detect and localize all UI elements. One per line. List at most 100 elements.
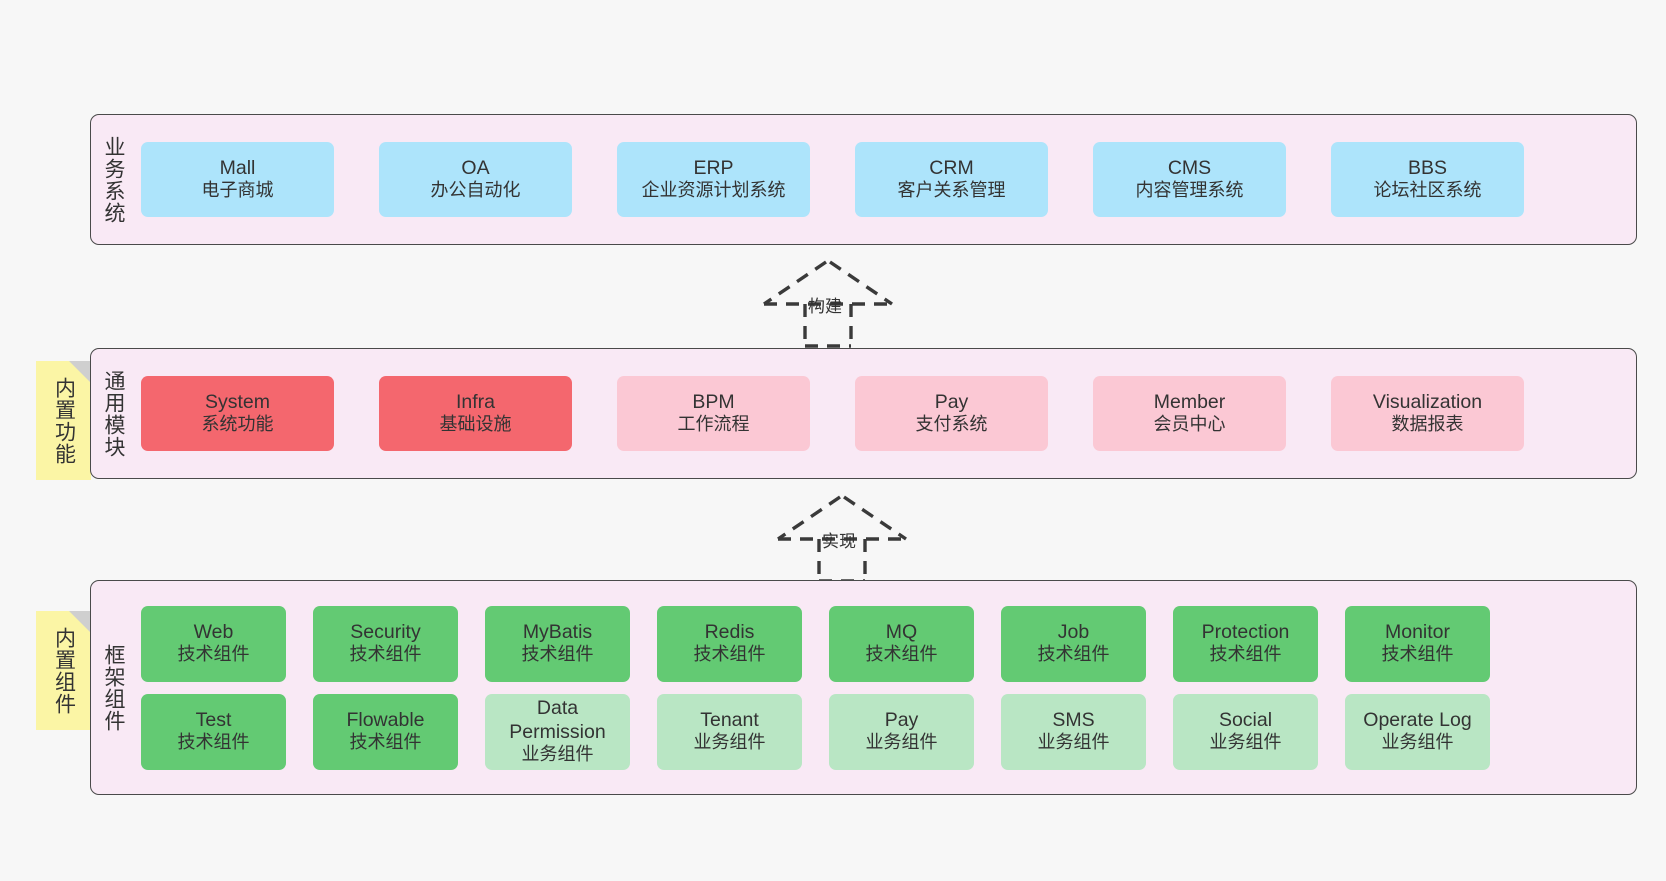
card-subtitle: 业务组件 — [1209, 732, 1282, 753]
card-title: CMS — [1167, 156, 1212, 179]
card-title: Monitor — [1384, 620, 1451, 643]
layer-business-systems-label: 业务系统 — [101, 135, 125, 224]
card-subtitle: 内容管理系统 — [1135, 180, 1244, 201]
note-fold-corner-icon — [69, 361, 91, 383]
card-subtitle: 客户关系管理 — [897, 180, 1006, 201]
connector-build: 构建 — [758, 258, 898, 348]
card-title: Member — [1153, 390, 1226, 413]
card-title: MyBatis — [522, 620, 593, 643]
card-subtitle: 工作流程 — [677, 414, 750, 435]
card-subtitle: 技术组件 — [1037, 644, 1110, 665]
card-subtitle: 论坛社区系统 — [1373, 180, 1482, 201]
card-title: Web — [193, 620, 234, 643]
card-title: ERP — [693, 156, 734, 179]
card-subtitle: 技术组件 — [177, 644, 250, 665]
card-subtitle: 数据报表 — [1391, 414, 1464, 435]
card-title: Infra — [455, 390, 496, 413]
card-subtitle: 基础设施 — [439, 414, 512, 435]
card-title: System — [204, 390, 270, 413]
card-subtitle: 业务组件 — [1037, 732, 1110, 753]
card-title: CRM — [929, 156, 974, 179]
card-title: Visualization — [1372, 390, 1483, 413]
card-title: OA — [461, 156, 490, 179]
card-subtitle: 支付系统 — [915, 414, 988, 435]
card-title: Protection — [1201, 620, 1290, 643]
layer-common-modules-label: 通用模块 — [101, 369, 125, 458]
card-subtitle: 技术组件 — [349, 732, 422, 753]
note-builtin-functions: 内置功能 — [36, 361, 91, 480]
card-subtitle: 技术组件 — [349, 644, 422, 665]
card-title: BBS — [1407, 156, 1448, 179]
card-title: Data Permission — [509, 697, 606, 743]
card-title: Security — [350, 620, 421, 643]
card-subtitle: 技术组件 — [693, 644, 766, 665]
card-subtitle: 业务组件 — [1381, 732, 1454, 753]
card-subtitle: 技术组件 — [521, 644, 594, 665]
card-title: BPM — [692, 390, 735, 413]
card-subtitle: 技术组件 — [177, 732, 250, 753]
card-subtitle: 办公自动化 — [430, 180, 521, 201]
note-builtin-components: 内置组件 — [36, 611, 91, 730]
card-subtitle: 企业资源计划系统 — [641, 180, 786, 201]
card-title: MQ — [885, 620, 918, 643]
card-title: Pay — [884, 708, 919, 731]
connector-build-label: 构建 — [808, 297, 842, 316]
card-title: Pay — [934, 390, 969, 413]
connector-implement: 实现 — [772, 493, 912, 583]
card-title: Job — [1057, 620, 1090, 643]
card-title: Test — [195, 708, 232, 731]
note-builtin-functions-label: 内置功能 — [52, 376, 76, 465]
note-builtin-components-label: 内置组件 — [52, 626, 76, 715]
card-subtitle: 技术组件 — [865, 644, 938, 665]
note-fold-corner-icon — [69, 611, 91, 633]
card-title: Flowable — [346, 708, 425, 731]
card-title: Mall — [219, 156, 256, 179]
card-subtitle: 业务组件 — [865, 732, 938, 753]
connector-implement-label: 实现 — [822, 532, 856, 551]
card-subtitle: 技术组件 — [1209, 644, 1282, 665]
card-title: Redis — [704, 620, 755, 643]
card-subtitle: 业务组件 — [693, 732, 766, 753]
card-title: SMS — [1052, 708, 1095, 731]
card-subtitle: 技术组件 — [1381, 644, 1454, 665]
card-title: Social — [1218, 708, 1273, 731]
